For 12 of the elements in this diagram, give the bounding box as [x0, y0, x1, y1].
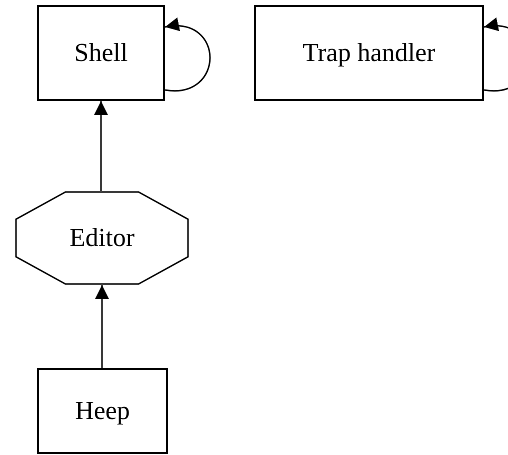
arrow	[95, 285, 109, 368]
process-box	[37, 368, 168, 454]
self-loop-arrow	[484, 18, 508, 92]
octagon-node	[15, 191, 189, 285]
node-label: Heep	[75, 396, 130, 426]
node-label: Editor	[70, 223, 134, 253]
self-loop-arrow	[164, 18, 211, 92]
node-label: Trap handler	[302, 38, 436, 68]
node-label: Shell	[74, 38, 128, 68]
arrow	[94, 101, 108, 191]
process-box	[254, 5, 484, 101]
process-box	[37, 5, 165, 101]
